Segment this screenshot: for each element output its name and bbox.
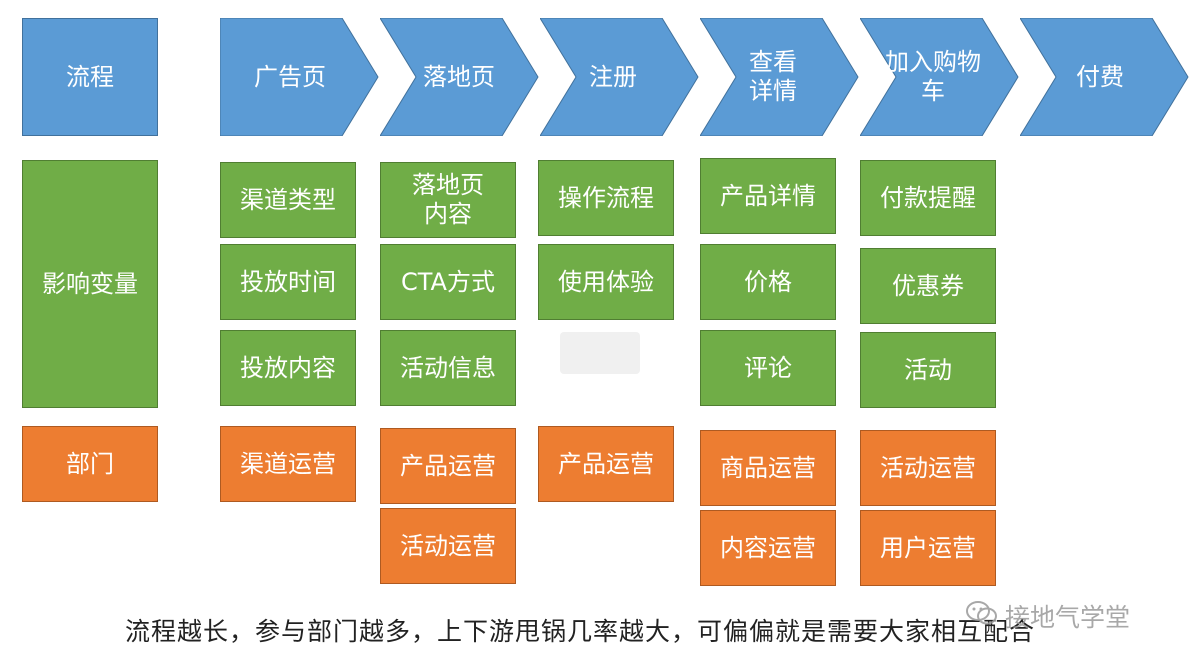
variable-box: 操作流程	[538, 160, 674, 236]
variable-label: 操作流程	[558, 183, 654, 212]
variable-box: 投放内容	[220, 330, 356, 406]
variable-box: 活动信息	[380, 330, 516, 406]
department-label: 产品运营	[558, 449, 654, 478]
step-landing-page-label: 落地页	[423, 62, 495, 91]
departments-header: 部门	[22, 426, 158, 502]
wechat-icon	[965, 599, 999, 633]
variable-box: 使用体验	[538, 244, 674, 320]
variable-label: 产品详情	[720, 181, 816, 210]
variable-box: CTA方式	[380, 244, 516, 320]
department-box: 用户运营	[860, 510, 996, 586]
department-label: 渠道运营	[240, 449, 336, 478]
step-view-details-label: 查看 详情	[749, 48, 797, 105]
variable-label: 投放内容	[240, 353, 336, 382]
step-payment: 付费	[1020, 18, 1190, 136]
watermark: 接地气学堂	[965, 598, 1130, 634]
step-view-details: 查看 详情	[700, 18, 860, 136]
department-box: 渠道运营	[220, 426, 356, 502]
process-header-label: 流程	[66, 62, 114, 91]
variable-label: 优惠券	[892, 271, 964, 300]
department-box: 内容运营	[700, 510, 836, 586]
step-add-to-cart: 加入购物 车	[860, 18, 1020, 136]
step-payment-label: 付费	[1076, 62, 1124, 91]
variable-box: 价格	[700, 244, 836, 320]
department-box: 活动运营	[380, 508, 516, 584]
variable-box: 渠道类型	[220, 162, 356, 238]
department-box: 商品运营	[700, 430, 836, 506]
departments-header-label: 部门	[66, 449, 114, 478]
variable-box: 落地页 内容	[380, 162, 516, 238]
variable-label: CTA方式	[401, 267, 495, 296]
step-landing-page: 落地页	[380, 18, 540, 136]
department-label: 内容运营	[720, 533, 816, 562]
watermark-text: 接地气学堂	[1005, 603, 1131, 632]
step-register-label: 注册	[589, 62, 637, 91]
variable-box: 评论	[700, 330, 836, 406]
variable-label: 投放时间	[240, 267, 336, 296]
department-label: 产品运营	[400, 451, 496, 480]
process-header: 流程	[22, 18, 158, 136]
variable-box: 优惠券	[860, 248, 996, 324]
step-ad-page-label: 广告页	[254, 62, 326, 91]
variable-label: 付款提醒	[880, 183, 976, 212]
department-label: 商品运营	[720, 453, 816, 482]
department-box: 产品运营	[380, 428, 516, 504]
variable-label: 活动信息	[400, 353, 496, 382]
variable-label: 使用体验	[558, 267, 654, 296]
variable-label: 渠道类型	[240, 185, 336, 214]
variable-label: 价格	[744, 267, 792, 296]
variables-header-label: 影响变量	[42, 269, 138, 298]
variable-box: 投放时间	[220, 244, 356, 320]
variable-label: 评论	[744, 353, 792, 382]
department-label: 活动运营	[880, 453, 976, 482]
department-box: 活动运营	[860, 430, 996, 506]
blurred-patch	[560, 332, 640, 374]
caption: 流程越长，参与部门越多，上下游甩锅几率越大，可偏偏就是需要大家相互配合	[124, 617, 1035, 646]
variable-box: 活动	[860, 332, 996, 408]
department-box: 产品运营	[538, 426, 674, 502]
department-label: 活动运营	[400, 531, 496, 560]
variable-label: 落地页 内容	[412, 171, 484, 228]
variable-box: 付款提醒	[860, 160, 996, 236]
variable-label: 活动	[904, 355, 952, 384]
variable-box: 产品详情	[700, 158, 836, 234]
step-register: 注册	[540, 18, 700, 136]
step-ad-page: 广告页	[220, 18, 380, 136]
step-add-to-cart-label: 加入购物 车	[885, 48, 981, 105]
variables-header: 影响变量	[22, 160, 158, 408]
department-label: 用户运营	[880, 533, 976, 562]
